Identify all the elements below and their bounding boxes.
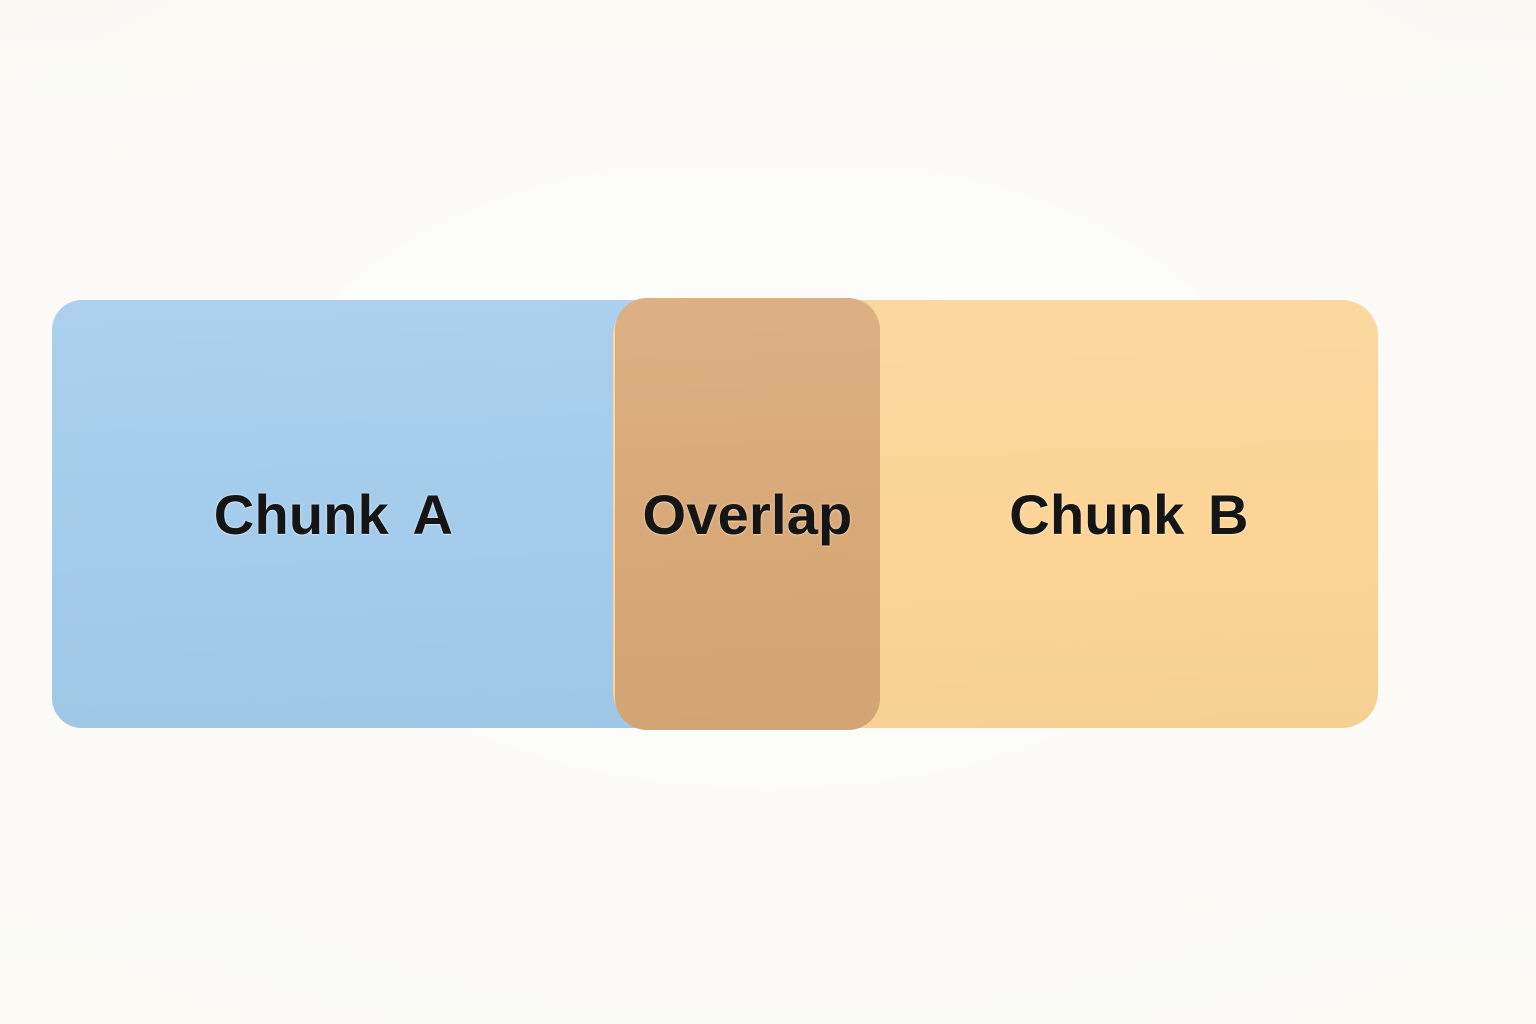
- chunk-b-label-word2: B: [1208, 482, 1249, 546]
- chunk-b-label: Chunk B: [880, 300, 1378, 728]
- overlap-block: [615, 298, 880, 730]
- chunk-a-label: Chunk A: [52, 300, 615, 728]
- overlap-label: Overlap: [642, 482, 853, 546]
- chunk-b-label-word1: Chunk: [1009, 482, 1185, 546]
- chunk-a-label-word2: A: [412, 482, 454, 546]
- chunk-a-label-word1: Chunk: [213, 482, 390, 546]
